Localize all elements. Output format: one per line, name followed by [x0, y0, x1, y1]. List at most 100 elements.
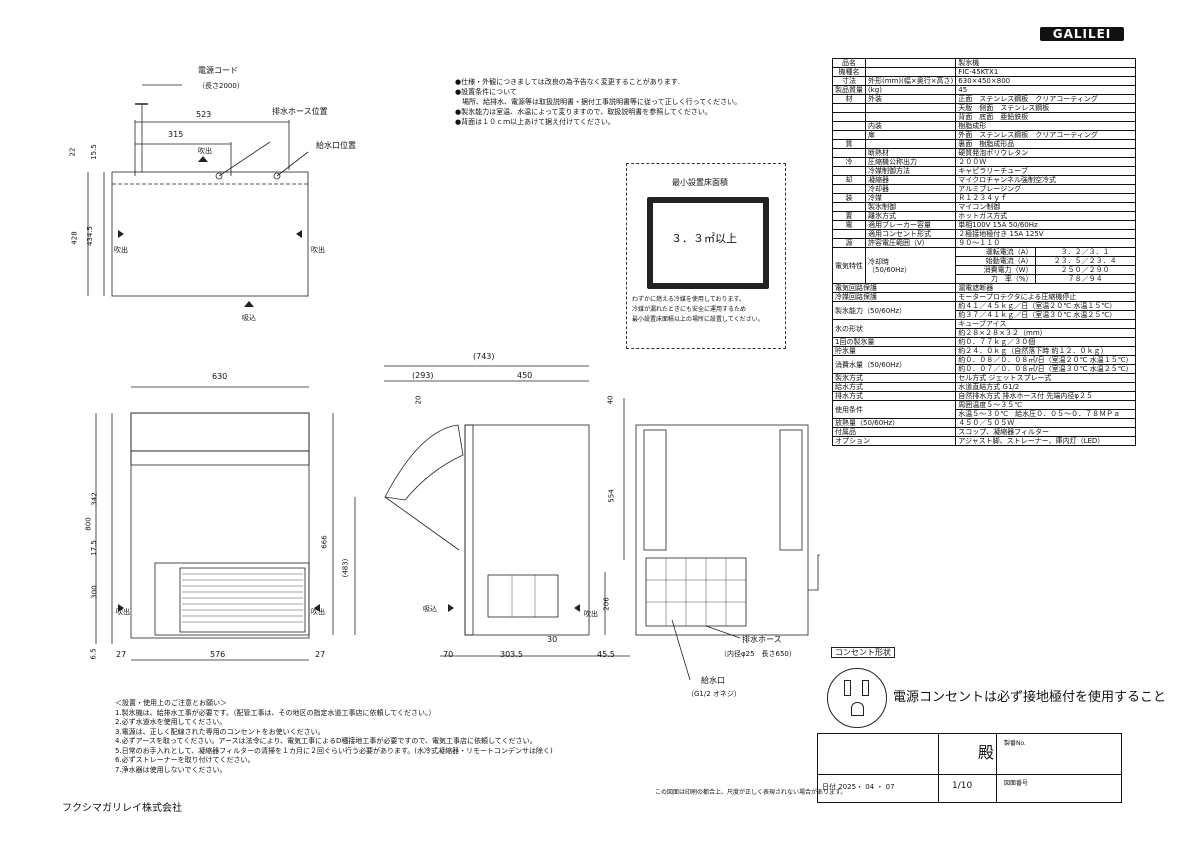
power-cord-length: （長さ2000） [198, 82, 244, 90]
spec-row: 扉外面 ステンレス鋼板 クリアコーティング [832, 130, 1136, 140]
dim-30: 30 [547, 635, 558, 644]
spec-row: 製氷方式セル方式 ジェットスプレー式 [831, 373, 1136, 383]
cautions: ＜設置・使用上のご注意とお願い＞ 1.製氷機は、給排水工事が必要です。（配管工事… [115, 699, 553, 775]
dim-206: 206 [602, 597, 611, 611]
dim-293: (293) [412, 371, 434, 380]
spec-item: 冷媒回路保護 [831, 292, 957, 302]
spec-item: 凝縮器 [864, 175, 957, 185]
spec-row: 天版 側面 ステンレス鋼板 [832, 103, 1136, 113]
freq-label: （50/60Hz） [868, 265, 912, 274]
spec-item: 冷却時（50/60Hz） [864, 247, 957, 284]
caution-item: 2.必ず水道水を使用してください。 [115, 718, 227, 726]
side-view-body [464, 424, 590, 636]
water-inlet-label: 給水口 [701, 676, 725, 685]
spec-value: スコップ、凝縮器フィルター [955, 427, 1136, 437]
spec-item: 氷の形状 [831, 319, 957, 338]
floor-note-2: 冷媒が漏れたときにも安全に運用するため [632, 306, 747, 313]
spec-value: 天版 側面 ステンレス鋼板 [955, 103, 1136, 113]
caution-item: 1.製氷機は、給排水工事が必要です。（配管工事は、その地区の指定水道工事店に依頼… [115, 708, 436, 717]
dim-303-5: 303.5 [500, 650, 523, 659]
spec-item: 製氷制御 [864, 202, 957, 212]
spec-row: 冷媒回路保護モータープロテクタによる圧縮機停止 [831, 292, 1136, 302]
dim-450: 450 [517, 371, 533, 380]
spec-group [832, 229, 866, 239]
outlet-shape-label: コンセント形状 [831, 647, 895, 658]
spec-item: 排水方式 [831, 391, 957, 401]
spec-item: 扉 [864, 130, 957, 140]
spec-group: 製品質量 [832, 85, 866, 95]
spec-value: 約０．０８／０．０８㎥/日（室温２０℃ 水温１５℃） [955, 355, 1136, 365]
spec-item: 冷却器 [864, 184, 957, 194]
spec-group: 源 [832, 238, 866, 248]
spec-group: 電気特性 [832, 247, 866, 284]
spec-item: 製氷方式 [831, 373, 957, 383]
dim-40: 40 [606, 395, 615, 405]
floor-box-title: 最小設置床面積 [672, 178, 728, 187]
dim-20: 20 [414, 395, 423, 405]
spec-row: 却凝縮器マイクロチャンネル強制空冷式 [832, 175, 1136, 185]
dim-6-5: 6.5 [89, 648, 98, 660]
spec-group: 機種名 [832, 67, 866, 77]
spec-row: 製氷能力（50/60Hz）約４１／４５ｋｇ／日（室温２０℃ 水温１５℃） [831, 301, 1136, 320]
spec-row: 製品質量(kg)45 [832, 85, 1136, 95]
spec-item: 適用コンセント形式 [864, 229, 957, 239]
spec-item: 冷媒制御方法 [864, 166, 957, 176]
blow-label: 吹出 [116, 608, 130, 616]
dim-483: (483) [341, 558, 350, 578]
spec-subitem: 消費電力（W） [955, 265, 1036, 275]
spec-value: 約０．０７／０．０８㎥/日（室温３０℃ 水温２５℃） [955, 364, 1136, 374]
spec-group [832, 148, 866, 158]
spec-value: 単相100V 15A 50/60Hz [955, 220, 1136, 230]
spec-value: ３．２／３．１ [1034, 247, 1136, 257]
spec-group: 置 [832, 211, 866, 221]
spec-value: ２００Ｗ [955, 157, 1136, 167]
dim-576: 576 [210, 650, 226, 659]
spec-item: 消費水量（50/60Hz） [831, 355, 957, 374]
seisaku-no: 製番No. [1004, 740, 1026, 747]
dim-800: 800 [84, 517, 93, 531]
dim-22: 22 [68, 147, 77, 157]
spec-row: 製氷制御マイコン制御 [832, 202, 1136, 212]
top-view-body [111, 171, 309, 297]
spec-value: マイクロチャンネル強制空冷式 [955, 175, 1136, 185]
spec-row: 貯氷量約２４．０ｋｇ（自然落下時 約１２．０ｋｇ） [831, 346, 1136, 356]
spec-row: 放熱量（50/60Hz）４５０／５０５Ｗ [831, 418, 1136, 428]
spec-group [832, 130, 866, 140]
power-cord-label: 電源コード [198, 66, 238, 75]
spec-group: 材 [832, 94, 866, 104]
spec-item: (kg) [864, 85, 957, 95]
spec-row: 源許容電圧範囲（V）９０～１１０ [832, 238, 1136, 248]
back-view-body [635, 424, 809, 636]
spec-item: 放熱量（50/60Hz） [831, 418, 957, 428]
spec-value: マイコン制御 [955, 202, 1136, 212]
spec-value: 630×450×800 [955, 76, 1136, 86]
spec-value: 漏電遮断器 [955, 283, 1136, 293]
front-grille [179, 567, 306, 633]
spec-item: 離氷方式 [864, 211, 957, 221]
spec-row: 1回の製氷量約０．７７ｋｇ／３０個 [831, 337, 1136, 347]
spec-value: ９０～１１０ [955, 238, 1136, 248]
spec-row: オプションアジャスト脚、ストレーナー、庫内灯（LED） [831, 436, 1136, 446]
floor-area-frame [647, 197, 769, 289]
spec-row: 電気回路保護漏電遮断器 [831, 283, 1136, 293]
spec-value: 45 [955, 85, 1136, 95]
spec-item: 給水方式 [831, 382, 957, 392]
blow-label: 吹出 [584, 610, 598, 618]
back-grille [645, 557, 747, 627]
spec-value: ホットガス方式 [955, 211, 1136, 221]
spec-row: 背面 底面 亜鉛鉄板 [832, 112, 1136, 122]
min-floor-area-box: 最小設置床面積 ３．３㎡以上 わずかに燃える冷媒を使用しております。 冷媒が漏れ… [626, 163, 786, 349]
spec-item: 外装 [864, 94, 957, 104]
spec-value: Ｒ１２３４ｙｆ [955, 193, 1136, 203]
brand-logo: GALILEI [1040, 27, 1124, 41]
note-line: ●設置条件について [455, 88, 517, 96]
spec-group: 寸法 [832, 76, 866, 86]
note-line: ●製氷能力は室温、水温によって変りますので、取扱説明書を参照してください。 [455, 108, 712, 116]
spec-row: 冷媒制御方法キャピラリーチューブ [832, 166, 1136, 176]
spec-value: 水道直結方式 G1/2 [955, 382, 1136, 392]
dim-27: 27 [116, 650, 127, 659]
spec-row: 給水方式水道直結方式 G1/2 [831, 382, 1136, 392]
